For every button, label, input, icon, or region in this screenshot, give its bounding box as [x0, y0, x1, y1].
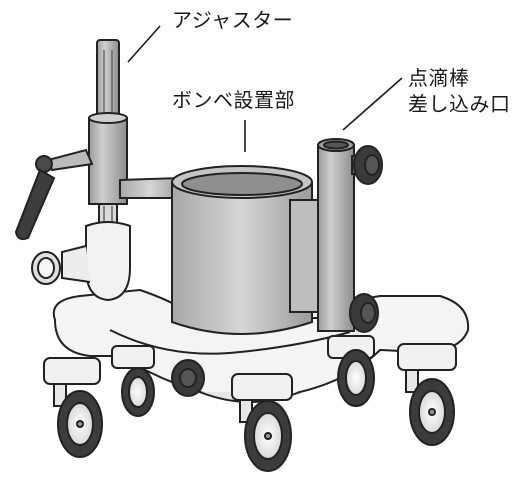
cylinder-holder — [171, 165, 313, 335]
iv-pole-inlet-label-line1: 点滴棒 — [408, 66, 470, 90]
casters — [43, 335, 457, 472]
base-knob — [171, 359, 205, 397]
iv-pole-tube — [317, 144, 355, 332]
caster-rear-left — [111, 345, 155, 417]
adjuster-post — [31, 39, 131, 302]
caster-front-left — [43, 357, 103, 458]
iv-pole-leader — [342, 77, 403, 131]
upper-knob — [351, 145, 383, 185]
iv-pole-inlet-label-line2: 差し込み口 — [408, 92, 511, 116]
cylinder-holder-label: ボンベ設置部 — [172, 88, 295, 112]
caster-front-center — [231, 373, 293, 472]
adjuster-label: アジャスター — [172, 8, 294, 32]
adjuster-leader — [127, 25, 161, 63]
leader-lines — [127, 25, 403, 152]
caster-front-right — [397, 343, 457, 446]
adjuster-upper-rod — [96, 39, 120, 121]
iv-pole-inlet — [289, 138, 355, 332]
lever-handle — [14, 148, 94, 241]
knobs — [171, 145, 383, 397]
lower-knob — [349, 293, 379, 333]
caster-rear-right — [327, 335, 375, 407]
